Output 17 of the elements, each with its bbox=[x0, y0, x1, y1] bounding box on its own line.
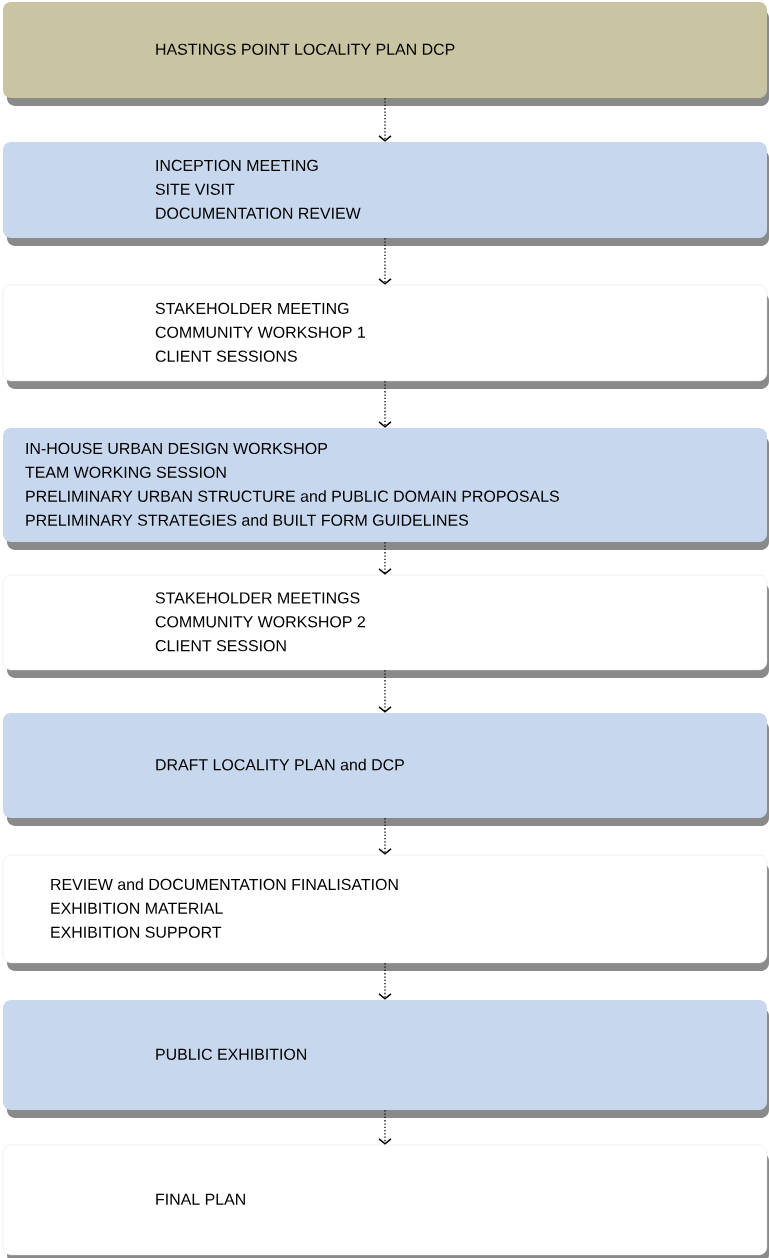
process-box: PUBLIC EXHIBITION bbox=[3, 1000, 769, 1118]
arrow bbox=[378, 962, 392, 1000]
arrow bbox=[378, 1109, 392, 1145]
process-box: STAKEHOLDER MEETING COMMUNITY WORKSHOP 1 CLIENT SESSIONS bbox=[2, 284, 769, 389]
process-box: STAKEHOLDER MEETINGS COMMUNITY WORKSHOP 2 CLIENT SESSION bbox=[2, 574, 769, 678]
process-box: HASTINGS POINT LOCALITY PLAN DCP bbox=[3, 2, 769, 106]
arrow bbox=[378, 237, 392, 285]
arrow bbox=[378, 669, 392, 713]
arrow bbox=[378, 97, 392, 142]
arrow bbox=[378, 817, 392, 855]
process-box: FINAL PLAN bbox=[2, 1144, 769, 1258]
arrow bbox=[378, 541, 392, 575]
process-box: IN-HOUSE URBAN DESIGN WORKSHOP TEAM WORKING SESSION PRELIMINARY URBAN STRUCTURE and PUBLIC DOMAIN PROPOSALS PRELIMINARY STRATEGIES and BUILT FORM GUIDELINES bbox=[3, 428, 769, 550]
process-box: INCEPTION MEETING SITE VISIT DOCUMENTATION REVIEW bbox=[3, 142, 769, 246]
arrow bbox=[378, 380, 392, 428]
process-box: DRAFT LOCALITY PLAN and DCP bbox=[3, 713, 769, 826]
process-box: REVIEW and DOCUMENTATION FINALISATION EXHIBITION MATERIAL EXHIBITION SUPPORT bbox=[2, 854, 769, 971]
